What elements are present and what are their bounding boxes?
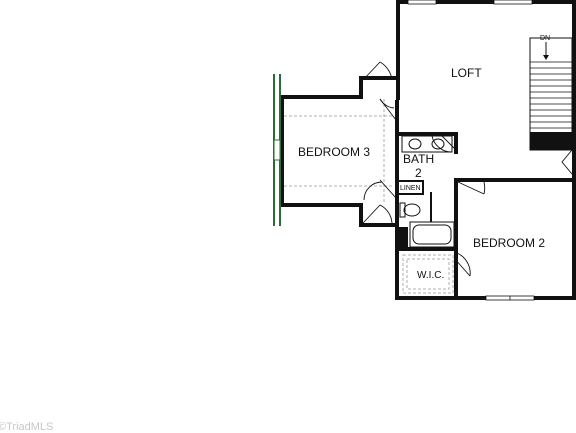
room-label-bath2-line2: 2 [415, 166, 422, 180]
room-label-loft: LOFT [451, 66, 482, 80]
bathtub-icon [409, 221, 455, 248]
bedroom3-closet-shelves [284, 99, 392, 203]
window-loft-north-2 [493, 0, 533, 5]
bath-fixtures [399, 135, 455, 248]
outer-walls [280, 0, 576, 300]
arrow-head-icon [543, 55, 549, 60]
door-bedroom3-bottom [363, 179, 397, 201]
room-label-bedroom2: BEDROOM 2 [473, 236, 545, 250]
door-hall-bottom [362, 204, 393, 224]
room-label-wic: W.I.C. [417, 270, 444, 281]
stairs-down-label: DN [540, 35, 550, 42]
toilet-tank-icon [399, 202, 406, 218]
sink-right-icon [431, 138, 445, 150]
door-bedroom3-top [379, 98, 397, 121]
wic-shelves [402, 254, 454, 294]
window-loft-north-1 [407, 0, 437, 5]
door-bedroom2 [457, 181, 486, 195]
toilet-bowl-icon [403, 203, 421, 217]
door-loft-east [561, 149, 573, 175]
doors [362, 61, 573, 277]
door-wic [453, 251, 471, 277]
vanity-counter [401, 135, 453, 153]
room-label-bath2-line1: BATH [403, 152, 434, 166]
sink-left-icon [408, 138, 422, 150]
staircase: DN [529, 35, 573, 151]
room-label-linen: LINEN [400, 185, 421, 192]
window-bedroom2-south [485, 295, 535, 301]
door-loft-hall-top [362, 61, 393, 81]
watermark: ©TriadMLS [0, 421, 54, 433]
room-label-bedroom3: BEDROOM 3 [298, 145, 370, 159]
window-bedroom3-west [273, 74, 281, 226]
